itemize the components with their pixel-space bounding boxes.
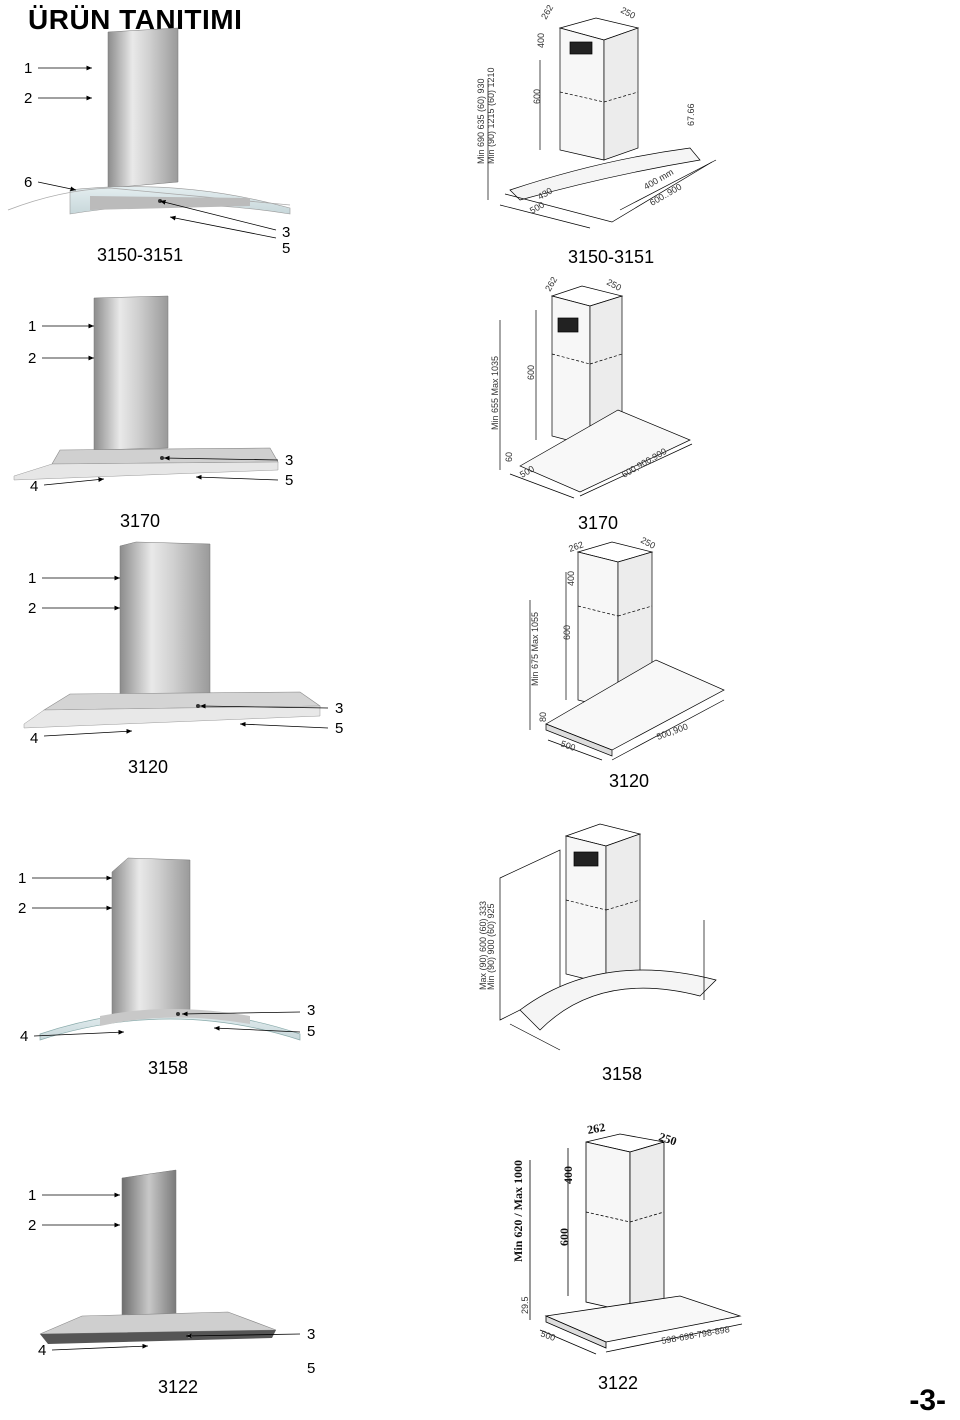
hood-3120-photo bbox=[23, 541, 321, 729]
hood-3170-photo bbox=[13, 295, 279, 481]
dim-262: 262 bbox=[539, 3, 555, 21]
callout-2: 2 bbox=[18, 900, 27, 917]
tech-drawing-3158 bbox=[499, 823, 717, 1051]
model-label-left: 3122 bbox=[158, 1377, 199, 1397]
callout-4: 4 bbox=[20, 1028, 29, 1045]
dim-600: 600 bbox=[557, 1228, 571, 1246]
dim-range-2: Min (90) 900 (60) 925 bbox=[486, 903, 496, 990]
dim-range: Min 675 Max 1055 bbox=[530, 612, 540, 686]
callout-1: 1 bbox=[18, 870, 27, 887]
callout-1: 1 bbox=[28, 1187, 37, 1204]
dim-262: 262 bbox=[586, 1120, 606, 1137]
tech-drawing-3122 bbox=[529, 1133, 743, 1355]
dim-range-2: Min (90) 1215 (60) 1210 bbox=[486, 67, 496, 164]
model-label-right: 3122 bbox=[598, 1373, 639, 1393]
hood-3158-photo bbox=[39, 857, 301, 1041]
page-number: -3- bbox=[909, 1384, 946, 1417]
dim-600: 600 bbox=[562, 625, 572, 640]
dim-400: 400 bbox=[566, 571, 576, 586]
dim-60: 60 bbox=[504, 452, 514, 462]
dim-500: 500 bbox=[559, 738, 577, 753]
hood-3150-photo bbox=[7, 27, 291, 215]
callout-4: 4 bbox=[30, 730, 39, 747]
callout-4: 4 bbox=[30, 478, 39, 495]
dim-262: 262 bbox=[567, 539, 585, 554]
callout-2: 2 bbox=[28, 1217, 37, 1234]
callout-2: 2 bbox=[28, 600, 37, 617]
dim-29-5: 29.5 bbox=[520, 1296, 530, 1314]
dim-250: 250 bbox=[619, 5, 637, 21]
dim-range-1: Max (90) 600 (60) 333 bbox=[478, 901, 488, 990]
callout-5: 5 bbox=[282, 240, 291, 257]
model-label-right: 3150-3151 bbox=[568, 247, 655, 267]
dim-range-1: Min 690 635 (60) 930 bbox=[476, 78, 486, 164]
dim-600: 600 bbox=[532, 89, 542, 104]
callout-3: 3 bbox=[307, 1002, 316, 1019]
callout-5: 5 bbox=[307, 1023, 316, 1040]
model-label-right: 3120 bbox=[609, 771, 650, 791]
dim-600: 600 bbox=[526, 365, 536, 380]
dim-range: Min 620 / Max 1000 bbox=[511, 1160, 525, 1262]
dim-400: 400 bbox=[561, 1166, 575, 1184]
model-label-left: 3170 bbox=[120, 511, 161, 531]
model-label-left: 3120 bbox=[128, 757, 169, 777]
tech-drawing-3120 bbox=[529, 541, 725, 761]
dim-400: 400 bbox=[536, 33, 546, 48]
callout-1: 1 bbox=[28, 570, 37, 587]
callout-3: 3 bbox=[307, 1326, 316, 1343]
callout-3: 3 bbox=[285, 452, 294, 469]
callout-4: 4 bbox=[38, 1342, 47, 1359]
tech-drawing-3170 bbox=[499, 285, 693, 499]
model-label-right: 3170 bbox=[578, 513, 619, 533]
dim-500: 500 bbox=[528, 200, 546, 216]
dim-250: 250 bbox=[605, 277, 623, 293]
hood-3122-photo bbox=[39, 1169, 277, 1344]
callout-2: 2 bbox=[28, 350, 37, 367]
callout-3: 3 bbox=[335, 700, 344, 717]
dim-67: 67.66 bbox=[686, 103, 696, 126]
dim-250: 250 bbox=[657, 1130, 678, 1149]
model-label-left: 3150-3151 bbox=[97, 245, 184, 265]
dim-262: 262 bbox=[543, 275, 559, 293]
callout-1: 1 bbox=[24, 60, 33, 77]
callout-5: 5 bbox=[335, 720, 344, 737]
model-label-left: 3158 bbox=[148, 1058, 189, 1078]
callout-3: 3 bbox=[282, 224, 291, 241]
page-title: ÜRÜN TANITIMI bbox=[28, 4, 243, 35]
model-label-right: 3158 bbox=[602, 1064, 643, 1084]
dim-250: 250 bbox=[639, 535, 657, 551]
callout-6: 6 bbox=[24, 174, 33, 191]
dim-range: Min 655 Max 1035 bbox=[490, 356, 500, 430]
callout-5: 5 bbox=[285, 472, 294, 489]
callout-5: 5 bbox=[307, 1360, 316, 1377]
tech-drawing-3150 bbox=[487, 17, 717, 229]
callout-1: 1 bbox=[28, 318, 37, 335]
dim-80: 80 bbox=[538, 712, 548, 722]
dim-500: 500 bbox=[539, 1328, 557, 1343]
callout-2: 2 bbox=[24, 90, 33, 107]
